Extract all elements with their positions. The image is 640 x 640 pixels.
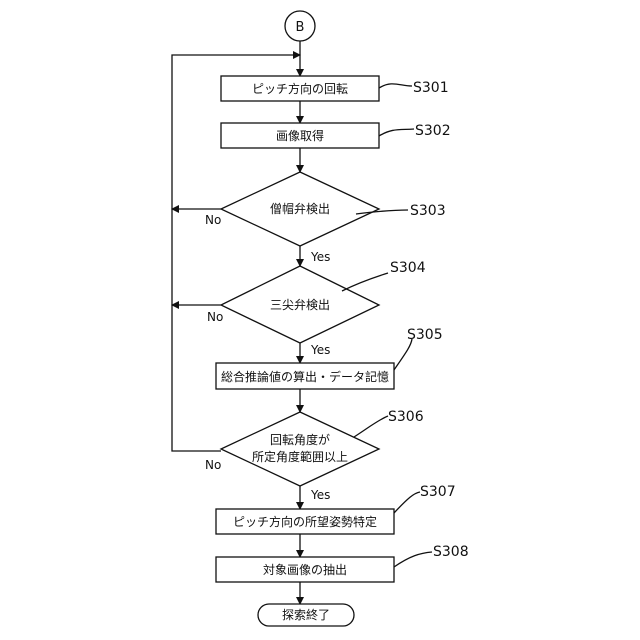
decision-label-s306-line1: 回転角度が [270, 432, 330, 447]
step-id-s305: S305 [407, 327, 443, 343]
leader-s305 [394, 339, 412, 370]
step-label-s307: ピッチ方向の所望姿勢特定 [233, 514, 377, 529]
yes-label-s303: Yes [310, 250, 330, 264]
step-label-s301: ピッチ方向の回転 [252, 81, 348, 96]
leader-s306 [354, 416, 388, 437]
step-label-s308: 対象画像の抽出 [263, 563, 347, 577]
step-label-s305: 総合推論値の算出・データ記憶 [221, 369, 389, 384]
no-label-s306: No [205, 458, 221, 472]
leader-s301 [379, 84, 412, 88]
leader-s302 [379, 129, 414, 136]
decision-label-s304: 三尖弁検出 [270, 297, 330, 312]
step-id-s301: S301 [413, 80, 449, 96]
leader-s308 [394, 552, 432, 567]
no-label-s304: No [207, 310, 223, 324]
yes-label-s306: Yes [310, 488, 330, 502]
step-id-s302: S302 [415, 123, 451, 139]
decision-label-s303: 僧帽弁検出 [270, 201, 330, 216]
connector-label: B [296, 20, 305, 35]
step-id-s307: S307 [420, 484, 456, 500]
step-id-s303: S303 [410, 203, 446, 219]
no-label-s303: No [205, 213, 221, 227]
yes-label-s304: Yes [310, 343, 330, 357]
leader-s304 [342, 273, 388, 291]
step-id-s304: S304 [390, 260, 426, 276]
step-id-s308: S308 [433, 544, 469, 560]
leader-s307 [394, 492, 420, 513]
no-loop-line [172, 55, 300, 451]
decision-label-s306-line2: 所定角度範囲以上 [252, 449, 348, 464]
step-label-s302: 画像取得 [276, 128, 324, 143]
decision-s306 [221, 412, 379, 486]
step-id-s306: S306 [388, 409, 424, 425]
terminal-label: 探索終了 [282, 607, 330, 622]
